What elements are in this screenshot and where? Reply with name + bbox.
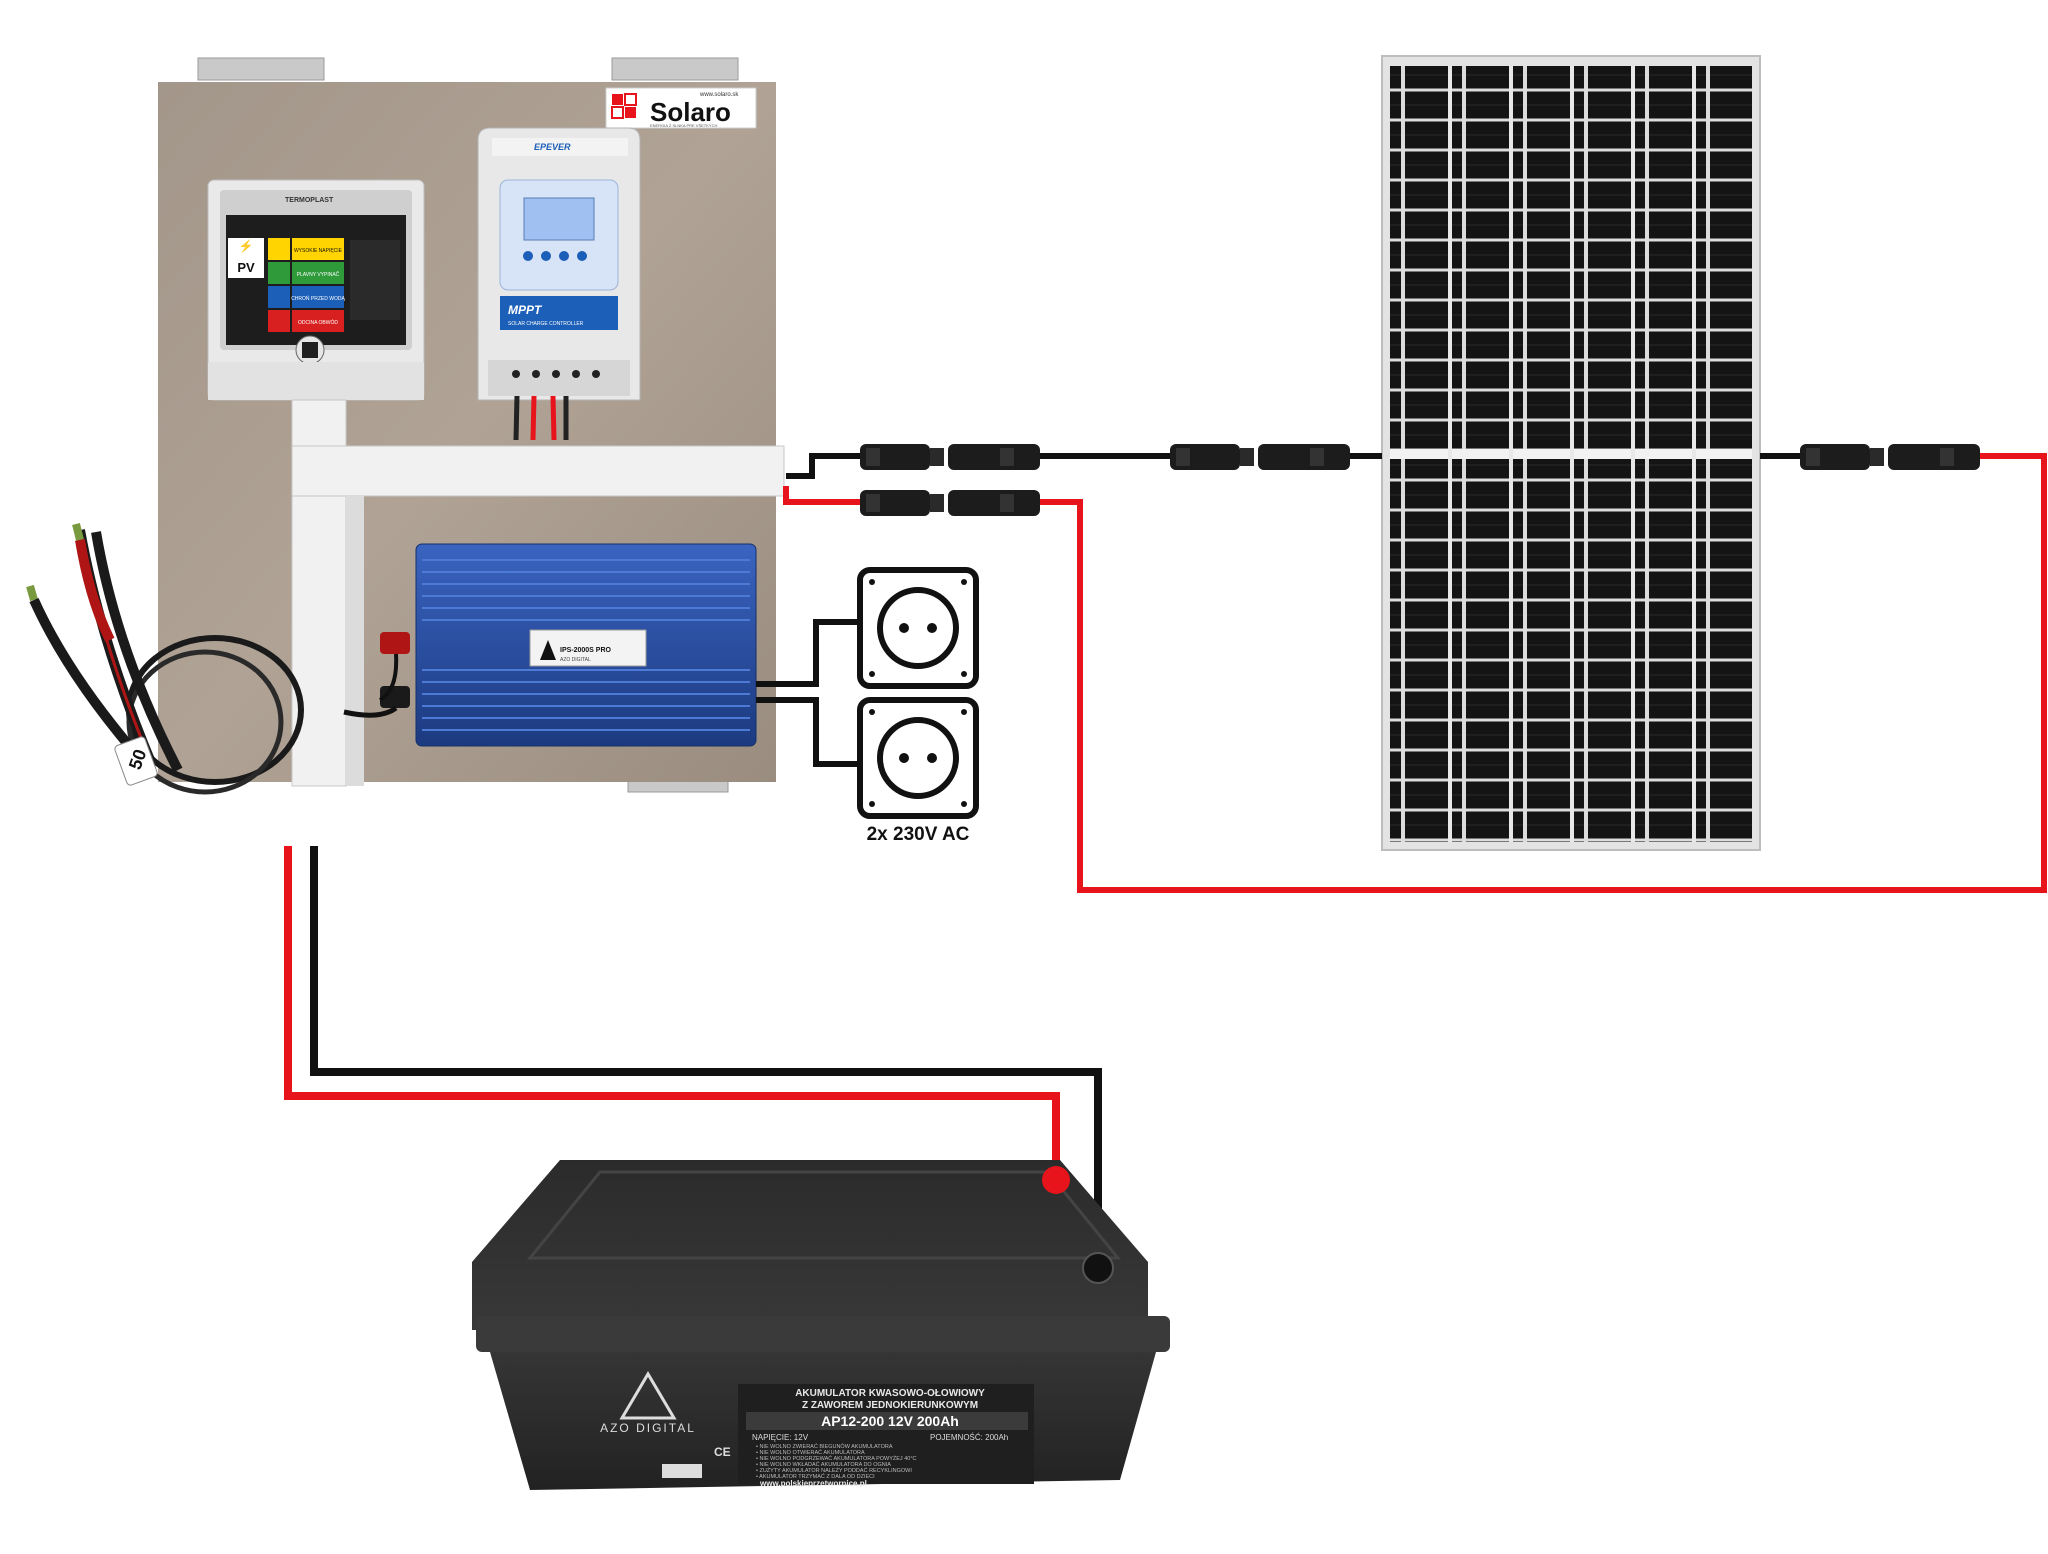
azo-logo-icon	[540, 640, 556, 660]
battery-warning-5: • ZUŻYTY AKUMULATOR NALEŻY PODDAĆ RECYKL…	[756, 1467, 912, 1474]
solar-panel	[1381, 55, 1761, 851]
ac-wire	[756, 619, 860, 687]
lcd-screen	[523, 197, 595, 241]
pv-negative-wire	[786, 453, 860, 479]
battery-warning-3: • NIE WOLNO PODGRZEWAĆ AKUMULATORA POWYŻ…	[756, 1455, 917, 1462]
battery-voltage: NAPIĘCIE: 12V	[752, 1433, 809, 1442]
battery-title-1: AKUMULATOR KWASOWO-OŁOWIOWY	[795, 1388, 985, 1399]
battery-capacity: POJEMNOŚĆ: 200Ah	[930, 1433, 1008, 1442]
pv-label: PV	[237, 260, 255, 275]
ac-socket-1	[857, 567, 979, 689]
battery-leads-coil: 50	[26, 523, 304, 795]
solaro-url: www.solaro.sk	[699, 92, 739, 98]
battery-model: AP12-200 12V 200Ah	[821, 1413, 959, 1429]
inverter-model: IPS-2000S PRO	[560, 647, 612, 654]
sockets-label: 2x 230V AC	[867, 824, 970, 845]
mc4-connector-pair-2	[860, 490, 1040, 516]
controller-subtitle: SOLAR CHARGE CONTROLLER	[508, 321, 584, 327]
battery-title-2: Z ZAWOREM JEDNOKIERUNKOWYM	[802, 1400, 978, 1411]
button-icon	[523, 251, 533, 261]
pv-warning-2: PLAVNY VYPINAČ	[297, 271, 340, 278]
positive-terminal	[380, 632, 410, 654]
warning-icon	[268, 238, 290, 260]
solaro-logo: Solaro www.solaro.sk ENERGIA Z SLNKA PRE…	[605, 87, 757, 129]
battery-ce-mark: CE	[714, 1445, 731, 1459]
mc4-connector-pair-1	[860, 444, 1040, 470]
inverter-brand: AZO DIGITAL	[560, 657, 591, 663]
rotary-switch	[302, 342, 318, 358]
barcode-icon	[662, 1464, 702, 1478]
button-icon	[559, 251, 569, 261]
pv-box-brand: TERMOPLAST	[285, 197, 334, 204]
battery-website: www.polskieprzetwornice.pl	[759, 1479, 867, 1488]
battery-warning-2: • NIE WOLNO OTWIERAĆ AKUMULATORA	[756, 1449, 865, 1456]
battery-warning-6: • AKUMULATOR TRZYMAĆ Z DALA OD DZIECI	[756, 1473, 875, 1480]
battery-negative-terminal	[1082, 1252, 1114, 1284]
ac-socket-2	[857, 697, 979, 819]
socket-icon	[877, 717, 959, 799]
battery-warning-4: • NIE WOLNO WKŁADAĆ AKUMULATORA DO OGNIA	[756, 1461, 891, 1468]
pv-warning-1: WYSOKIE NAPIĘCIE	[294, 248, 343, 254]
wiring	[284, 453, 2047, 1268]
socket-icon	[877, 587, 959, 669]
controller-brand: EPEVER	[534, 142, 571, 152]
pv-positive-wire	[783, 486, 860, 505]
battery-positive-wire	[284, 846, 1060, 1172]
pv-warning-3: CHROŃ PRZED WODĄ	[291, 295, 345, 302]
pv-warning-4: ODCINA OBWÓD	[298, 319, 338, 326]
battery-warning-1: • NIE WOLNO ZWIERAĆ BIEGUNÓW AKUMULATORA	[756, 1443, 893, 1450]
lightning-icon: ⚡	[239, 239, 254, 253]
solaro-tagline: ENERGIA Z SLNKA PRE VŠETKÝCH	[650, 123, 717, 128]
battery-brand: AZO DIGITAL	[600, 1421, 696, 1435]
pv-disconnect-box: TERMOPLAST ⚡ PV WYSOKIE NAPIĘCIE PLAVNY …	[207, 179, 425, 401]
azo-logo-icon	[619, 1371, 677, 1420]
mc4-connector-pair-4	[1800, 444, 1980, 470]
mppt-charge-controller: EPEVER MPPT SOLAR CHARGE CONTROLLER	[477, 127, 641, 441]
controller-mode: MPPT	[508, 303, 543, 317]
battery-negative-wire	[310, 846, 1102, 1268]
button-icon	[577, 251, 587, 261]
battery: AZO DIGITAL CE AKUMULATOR KWASOWO-OŁOWIO…	[472, 1160, 1170, 1490]
button-icon	[541, 251, 551, 261]
inverter: IPS-2000S PRO AZO DIGITAL	[343, 543, 757, 747]
solaro-brand-name: Solaro	[650, 97, 731, 127]
mc4-connector-pair-3	[1170, 444, 1350, 470]
battery-positive-terminal	[1042, 1166, 1070, 1194]
